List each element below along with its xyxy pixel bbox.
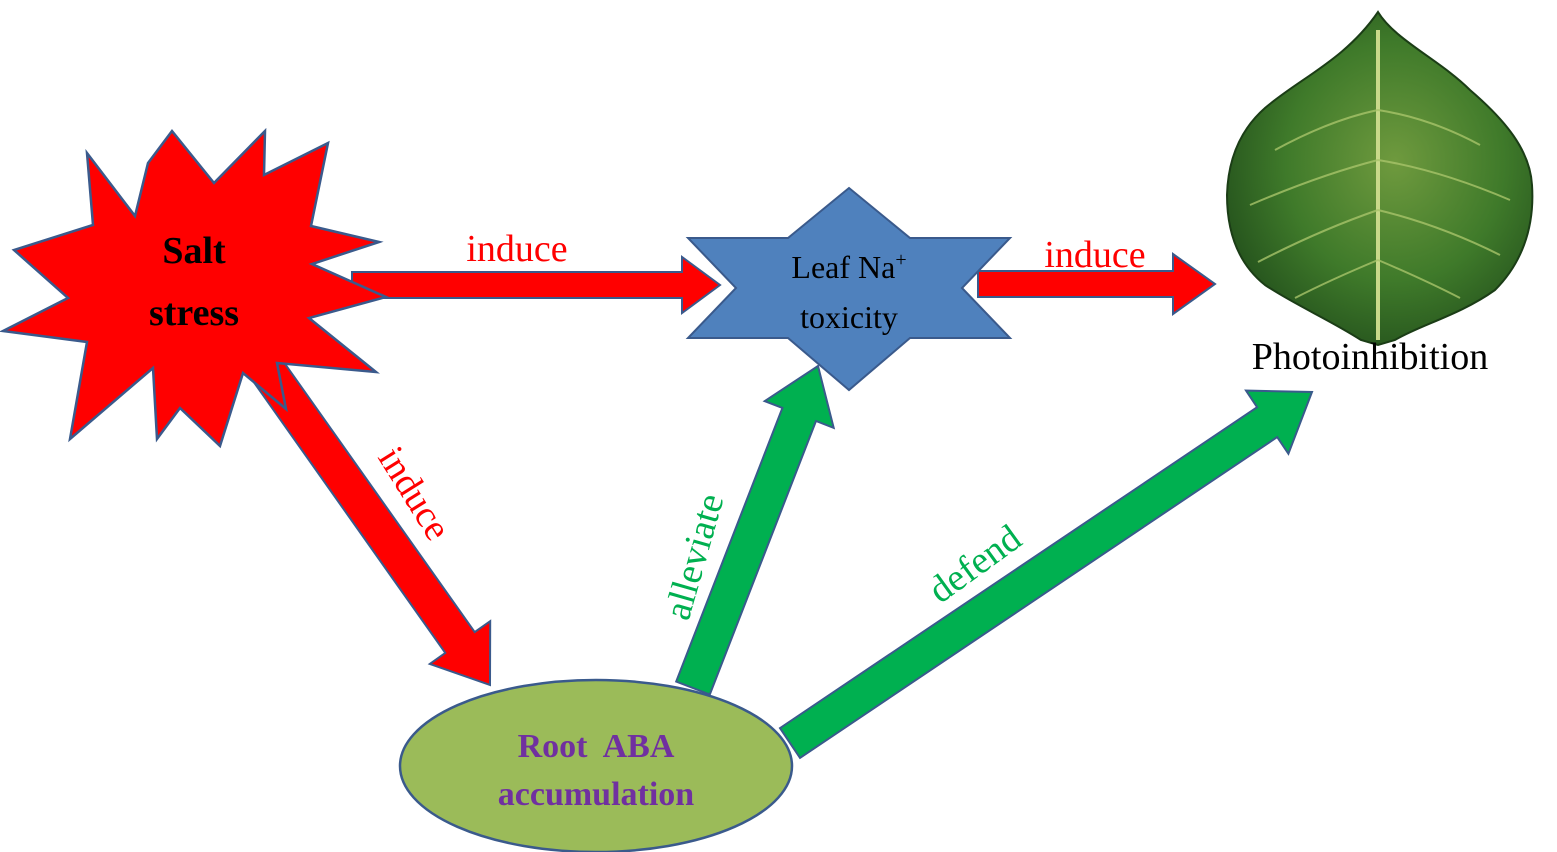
leaf-na-label-line1: Leaf Na+ [791,249,906,285]
leaf-icon [1225,10,1534,347]
leaf-na-hexagram [685,186,1013,392]
leaf-na-label-line2: toxicity [800,299,898,335]
arrows [251,252,1314,760]
salt-stress-label-line2: stress [149,292,239,334]
arrow-leaf-to-photo [977,252,1217,316]
leaf-na-label-main: Leaf Na [791,249,895,285]
arrow-root-to-leaf [674,364,836,696]
salt-stress-label-line1: Salt [162,230,226,272]
salt-stress-star [0,127,390,449]
photoinhibition-label: Photoinhibition [1252,336,1488,378]
root-aba-ellipse [398,678,794,852]
root-aba-label-line2: accumulation [498,776,695,813]
edge-label-leaf-to-photo: induce [1044,234,1145,276]
arrow-salt-to-root [251,359,492,687]
arrow-salt-to-leaf [351,255,722,315]
edge-label-salt-to-leaf: induce [466,228,567,270]
arrow-root-to-photo [778,389,1314,760]
root-aba-label-line1: Root ABA [518,728,675,765]
leaf-na-superscript: + [895,249,906,271]
